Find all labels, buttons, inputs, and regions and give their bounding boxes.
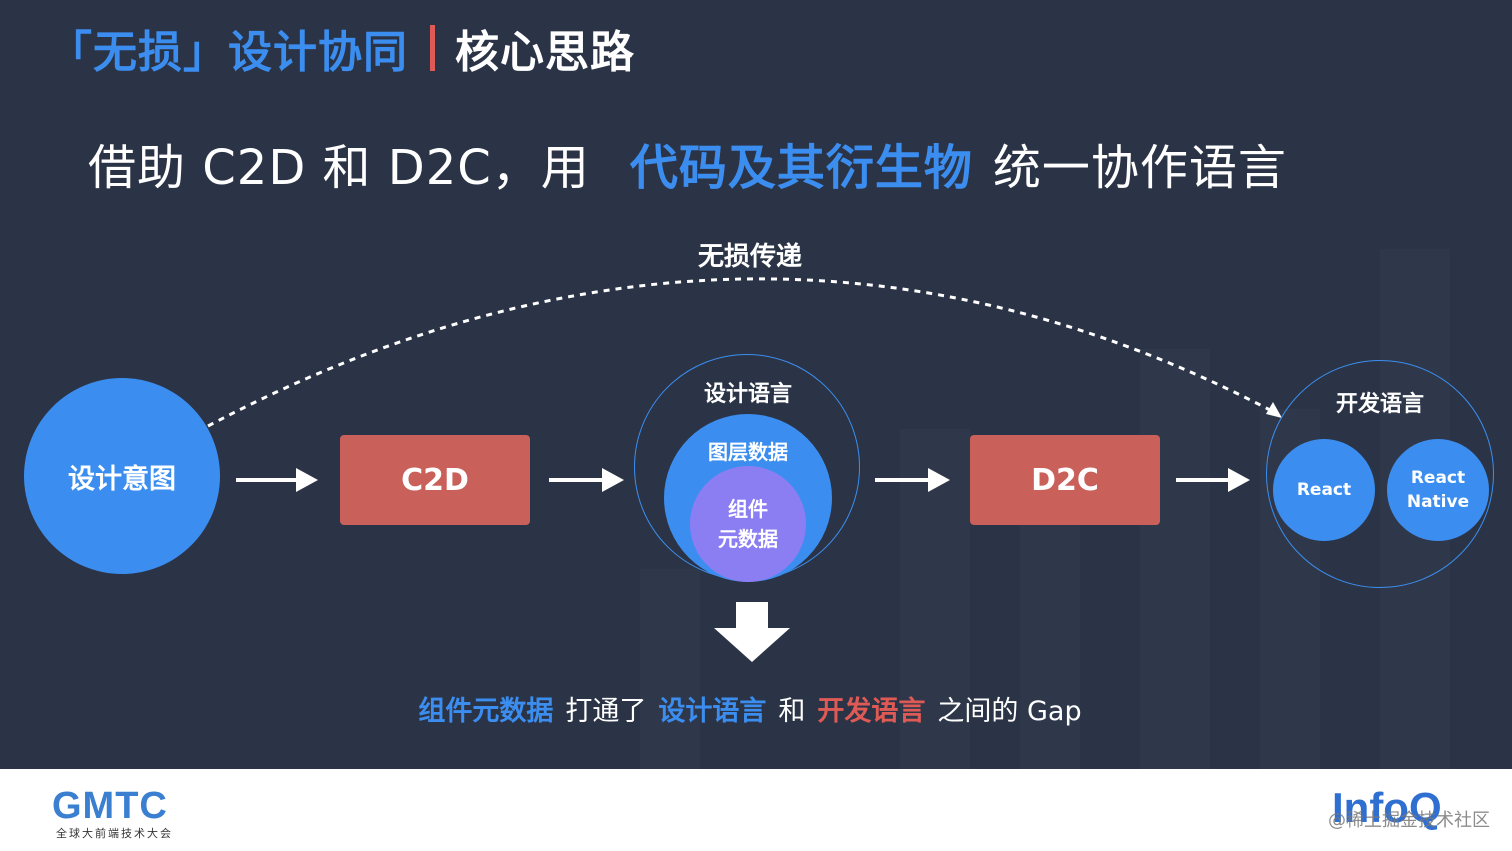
- design-language-label: 设计语言: [703, 382, 792, 407]
- down-arrow-icon: [714, 602, 790, 662]
- conclusion-dev-language: 开发语言: [817, 695, 926, 727]
- title-separator: [430, 25, 435, 71]
- react-native-label-line2: Native: [1406, 492, 1470, 512]
- arc-arrowhead: [1266, 402, 1282, 418]
- d2c-box: D2C: [970, 435, 1160, 525]
- gmtc-logo: GMTC: [52, 785, 168, 827]
- slide-title: 「无损」设计协同 核心思路: [48, 18, 635, 78]
- title-primary: 「无损」设计协同: [48, 27, 408, 78]
- headline: 借助 C2D 和 D2C，用 代码及其衍生物 统一协作语言: [88, 128, 1287, 198]
- component-label-line1: 组件: [728, 497, 768, 521]
- c2d-label: C2D: [401, 462, 469, 498]
- slide: 「无损」设计协同 核心思路 借助 C2D 和 D2C，用 代码及其衍生物 统一协…: [0, 0, 1512, 769]
- dev-language-ring: [1266, 360, 1494, 588]
- headline-part1: 借助 C2D 和 D2C，用: [88, 140, 590, 196]
- conclusion-tail: 之间的 Gap: [937, 695, 1082, 727]
- conclusion-connector2: 和: [778, 695, 806, 727]
- c2d-box: C2D: [340, 435, 530, 525]
- gmtc-subtitle: 全球大前端技术大会: [56, 827, 173, 840]
- react-native-label-line1: React: [1410, 468, 1466, 488]
- title-secondary: 核心思路: [455, 27, 635, 78]
- watermark: @稀土掘金技术社区: [1328, 810, 1490, 831]
- infoq-logo: InfoQ: [1332, 784, 1442, 831]
- layer-data-label: 图层数据: [708, 440, 788, 464]
- headline-highlight: 代码及其衍生物: [629, 140, 973, 196]
- lossless-dashed-arc: [207, 277, 1271, 428]
- bottom-conclusion: 组件元数据 打通了 设计语言 和 开发语言 之间的 Gap: [0, 686, 1512, 730]
- footer: [0, 769, 1512, 851]
- component-metadata-node: 组件 元数据: [690, 466, 806, 582]
- d2c-label: D2C: [1031, 462, 1099, 498]
- flow-connectors: [207, 277, 1282, 492]
- react-label: React: [1296, 480, 1352, 500]
- component-label-line2: 元数据: [718, 527, 778, 551]
- conclusion-connector1: 打通了: [565, 695, 647, 727]
- arrow-c2d-to-design: [549, 468, 624, 492]
- react-node: React: [1273, 439, 1375, 541]
- lossless-label: 无损传递: [697, 242, 802, 272]
- dev-language-label: 开发语言: [1335, 392, 1424, 417]
- design-intent-label: 设计意图: [68, 463, 176, 495]
- design-intent-node: 设计意图: [24, 378, 220, 574]
- conclusion-component-metadata: 组件元数据: [418, 695, 554, 727]
- arrow-design-to-d2c: [875, 468, 950, 492]
- react-native-node: React Native: [1387, 439, 1489, 541]
- arrow-d2c-to-dev: [1176, 468, 1250, 492]
- conclusion-design-language: 设计语言: [658, 695, 767, 727]
- arrow-intent-to-c2d: [236, 468, 318, 492]
- headline-part2: 统一协作语言: [992, 140, 1287, 196]
